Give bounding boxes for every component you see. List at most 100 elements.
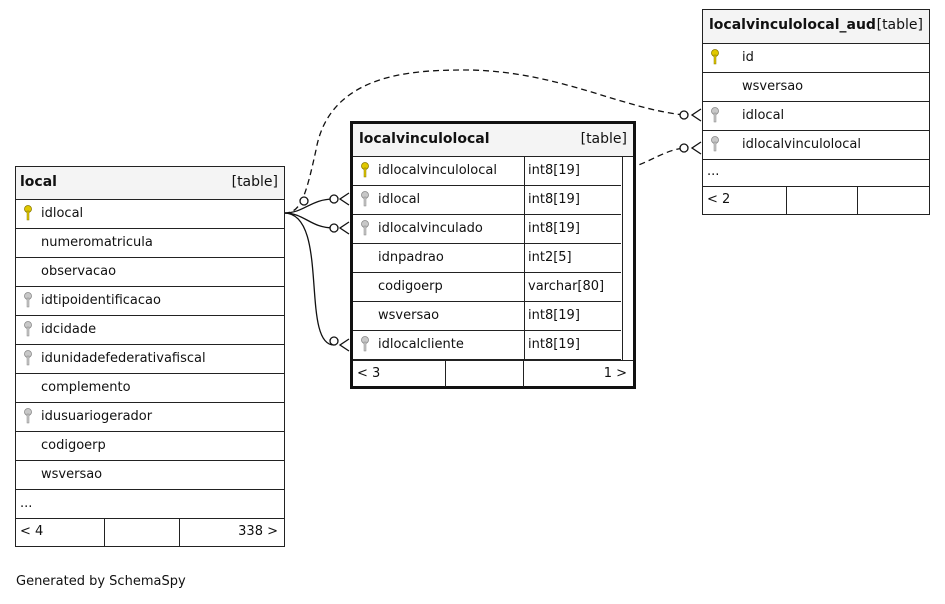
table-localvinculolocal[interactable]: localvinculolocal [table] idlocalvinculo…	[350, 121, 636, 389]
crowfoot-aud-idlocal	[679, 108, 702, 122]
column-divider	[622, 302, 623, 331]
table-name: local	[20, 174, 57, 190]
foreign-key-icon	[361, 220, 369, 236]
column-type: int8[19]	[528, 192, 580, 207]
column-row[interactable]: idlocalvinculado int8[19]	[353, 215, 623, 244]
column-divider	[524, 331, 525, 360]
column-divider	[622, 331, 623, 360]
column-name: idtipoidentificacao	[41, 293, 161, 308]
table-type: [table]	[876, 17, 923, 33]
table-name: localvinculolocal	[359, 131, 490, 147]
column-row-more[interactable]: ...	[16, 490, 284, 519]
column-name: idlocal	[41, 206, 84, 221]
column-name: idlocalcliente	[378, 337, 464, 352]
column-name: codigoerp	[378, 279, 443, 294]
column-name: idlocalvinculolocal	[378, 163, 497, 178]
column-divider	[622, 215, 623, 244]
column-row[interactable]: idtipoidentificacao	[16, 287, 284, 316]
table-name: localvinculolocal_aud	[709, 17, 876, 33]
column-type: int8[19]	[528, 221, 580, 236]
column-row[interactable]: idlocal int8[19]	[353, 186, 623, 215]
crowfoot-idlocal	[329, 192, 350, 206]
column-name: observacao	[41, 264, 117, 279]
column-row[interactable]: idlocalcliente int8[19]	[353, 331, 623, 360]
table-footer: < 2	[703, 187, 929, 214]
primary-key-icon	[361, 162, 369, 178]
column-name: wsversao	[378, 308, 440, 323]
column-type: int8[19]	[528, 308, 580, 323]
column-name: idlocal	[742, 108, 785, 123]
column-divider	[622, 186, 623, 215]
table-local[interactable]: local [table] idlocal numeromatricula ob…	[15, 166, 285, 547]
primary-key-icon	[24, 205, 32, 221]
foreign-key-icon	[24, 350, 32, 366]
table-footer: < 4 338 >	[16, 519, 284, 546]
column-name: idlocalvinculado	[378, 221, 483, 236]
column-type: varchar[80]	[528, 279, 605, 294]
table-type: [table]	[580, 131, 627, 147]
column-type: int8[19]	[528, 163, 580, 178]
column-name: idusuariogerador	[41, 409, 153, 424]
column-divider	[622, 273, 623, 302]
column-row[interactable]: numeromatricula	[16, 229, 284, 258]
column-name: complemento	[41, 380, 131, 395]
column-name: idlocalvinculolocal	[742, 137, 861, 152]
rows-count	[105, 519, 180, 546]
column-row[interactable]: id	[703, 44, 929, 73]
table-localvinculolocal-aud[interactable]: localvinculolocal_aud [table] id wsversa…	[702, 9, 930, 215]
column-row-more[interactable]: ...	[703, 160, 929, 187]
column-type: int8[19]	[528, 337, 580, 352]
origin-circle-idlocal	[299, 196, 309, 206]
relationship-aud-idlocalvinculolocal	[629, 147, 685, 169]
foreign-key-icon	[24, 292, 32, 308]
column-row[interactable]: idlocalvinculolocal int8[19]	[353, 157, 623, 186]
column-row[interactable]: idnpadrao int2[5]	[353, 244, 623, 273]
column-row[interactable]: wsversao int8[19]	[353, 302, 623, 331]
column-name: idnpadrao	[378, 250, 444, 265]
rows-count	[787, 187, 858, 214]
parents-count[interactable]: < 4	[16, 519, 105, 546]
crowfoot-idlocalcliente	[329, 336, 350, 352]
rows-count	[446, 361, 524, 387]
children-count[interactable]: 338 >	[238, 524, 278, 539]
foreign-key-icon	[361, 191, 369, 207]
column-row[interactable]: complemento	[16, 374, 284, 403]
column-divider	[524, 273, 525, 302]
column-name: codigoerp	[41, 438, 106, 453]
column-name: idcidade	[41, 322, 97, 337]
column-row[interactable]: wsversao	[703, 73, 929, 102]
table-header[interactable]: localvinculolocal [table]	[353, 124, 633, 157]
column-name: idlocal	[378, 192, 421, 207]
column-name: ...	[20, 496, 33, 511]
children-count[interactable]: 1 >	[603, 366, 627, 381]
relationship-idlocal	[283, 198, 335, 214]
table-header[interactable]: local [table]	[16, 167, 284, 200]
column-divider	[524, 302, 525, 331]
column-divider	[524, 244, 525, 273]
column-row[interactable]: idlocal	[703, 102, 929, 131]
table-type: [table]	[231, 174, 278, 190]
primary-key-icon	[711, 49, 719, 65]
foreign-key-icon	[24, 321, 32, 337]
column-row[interactable]: idunidadefederativafiscal	[16, 345, 284, 374]
column-row[interactable]: idlocal	[16, 200, 284, 229]
parents-count[interactable]: < 3	[353, 361, 446, 387]
column-name: ...	[707, 164, 720, 179]
parents-count[interactable]: < 2	[703, 187, 787, 214]
column-row[interactable]: wsversao	[16, 461, 284, 490]
column-type: int2[5]	[528, 250, 572, 265]
column-row[interactable]: observacao	[16, 258, 284, 287]
children-count[interactable]	[858, 187, 929, 214]
column-row[interactable]: codigoerp	[16, 432, 284, 461]
foreign-key-icon	[24, 408, 32, 424]
foreign-key-icon	[361, 336, 369, 352]
column-row[interactable]: idusuariogerador	[16, 403, 284, 432]
column-name: wsversao	[742, 79, 804, 94]
column-row[interactable]: codigoerp varchar[80]	[353, 273, 623, 302]
column-row[interactable]: idcidade	[16, 316, 284, 345]
table-header[interactable]: localvinculolocal_aud [table]	[703, 10, 929, 44]
column-name: wsversao	[41, 467, 103, 482]
column-divider	[622, 157, 623, 186]
column-row[interactable]: idlocalvinculolocal	[703, 131, 929, 160]
